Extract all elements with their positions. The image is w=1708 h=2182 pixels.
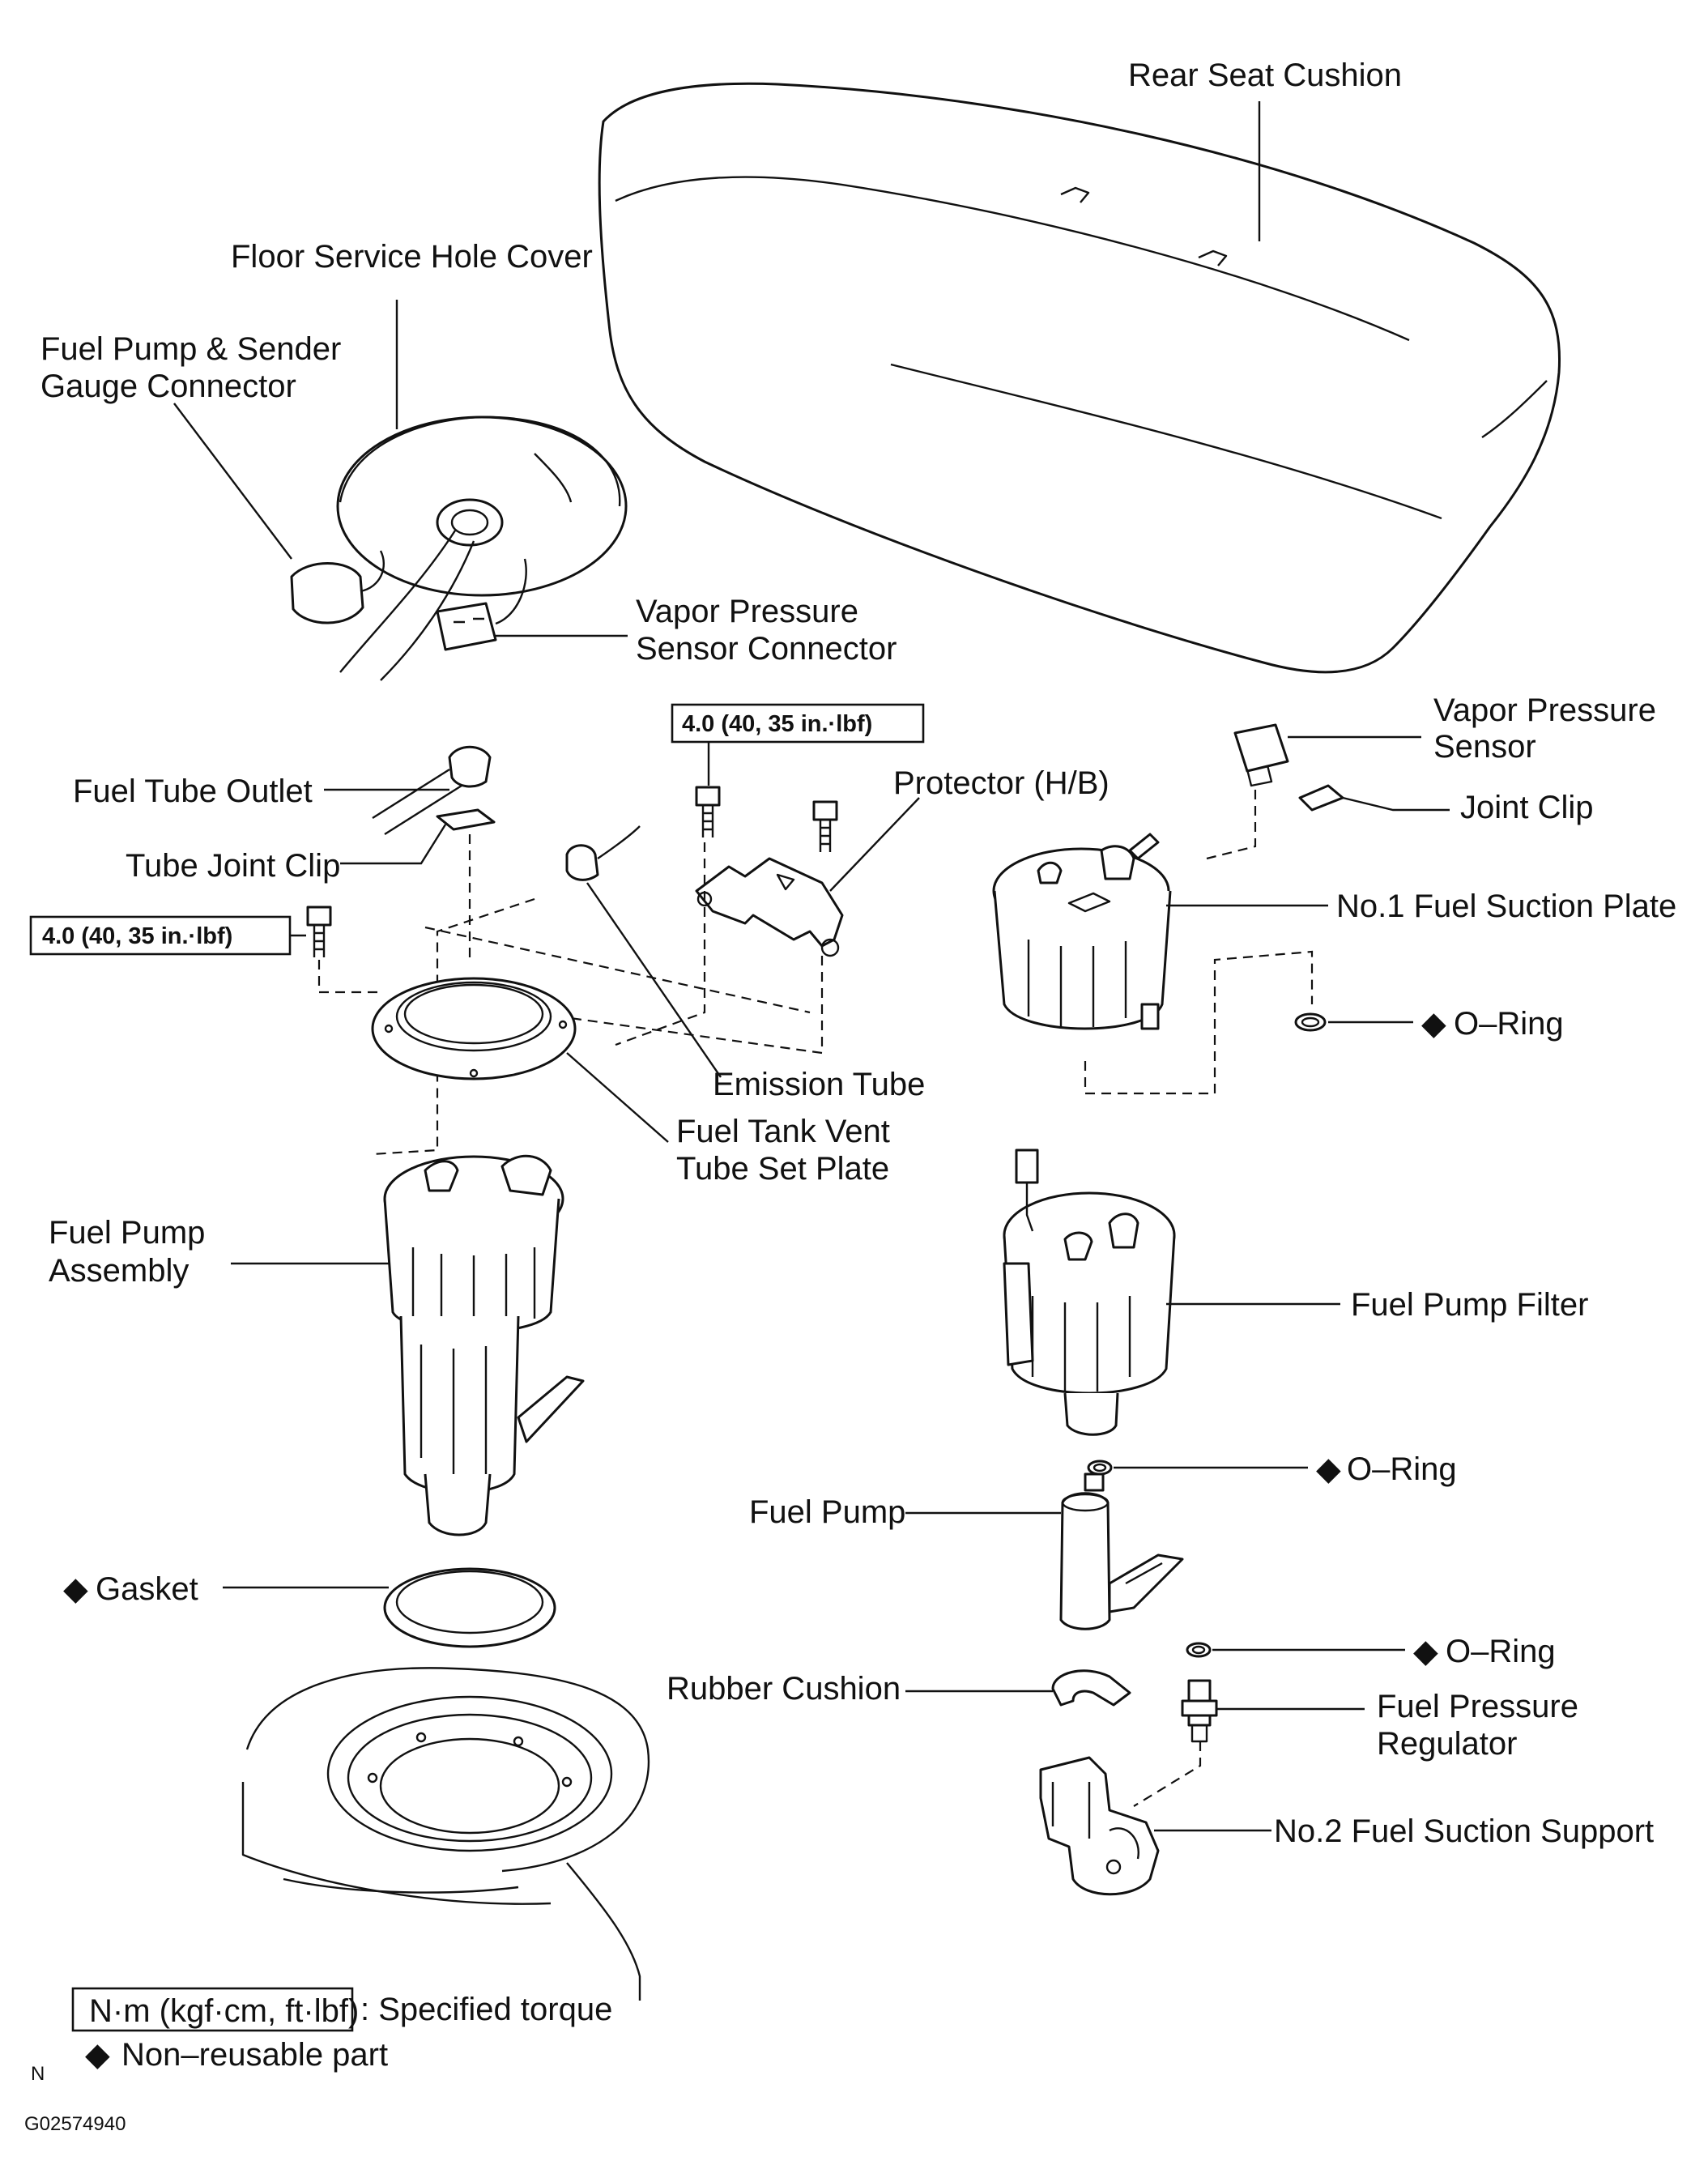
rear-seat-cushion	[598, 82, 1561, 674]
o-ring-3	[1186, 1642, 1212, 1658]
label-fuel-tank-vent-line1: Fuel Tank Vent	[676, 1114, 890, 1149]
floor-service-hole-cover	[336, 416, 628, 681]
fuel-tank-vent-tube-set-plate	[371, 977, 577, 1080]
fuel-pump-assembly	[383, 1154, 585, 1536]
tube-joint-clip	[436, 808, 496, 831]
label-fuel-pressure-regulator-line2: Regulator	[1377, 1726, 1517, 1762]
bolt-left	[306, 906, 332, 957]
label-tube-joint-clip: Tube Joint Clip	[126, 848, 340, 884]
o-ring-2	[1087, 1460, 1113, 1476]
label-fuel-pump-filter: Fuel Pump Filter	[1351, 1287, 1588, 1323]
label-no2-fuel-suction-support: No.2 Fuel Suction Support	[1274, 1813, 1654, 1849]
fuel-pump	[1059, 1472, 1184, 1630]
label-gasket: Gasket	[96, 1571, 198, 1607]
label-fuel-pump-assembly-line1: Fuel Pump	[49, 1215, 205, 1251]
label-vapor-pressure-connector-line2: Sensor Connector	[636, 631, 897, 667]
no1-fuel-suction-plate	[992, 833, 1172, 1030]
gasket-diamond-icon: ◆	[63, 1571, 88, 1607]
torque-value-left: 4.0 (40, 35 in.·lbf)	[42, 923, 232, 949]
fuel-pump-filter	[1003, 1149, 1176, 1436]
label-fuel-pump-sender-line2: Gauge Connector	[40, 369, 296, 404]
o-ring-1	[1294, 1012, 1327, 1032]
label-no1-fuel-suction-plate: No.1 Fuel Suction Plate	[1336, 889, 1676, 924]
label-o-ring-3: O–Ring	[1446, 1634, 1556, 1669]
label-vapor-pressure-sensor-line1: Vapor Pressure	[1433, 693, 1656, 728]
gasket	[383, 1567, 556, 1648]
legend: N·m (kgf·cm, ft·lbf) : Specified torque …	[71, 1987, 612, 2073]
label-fuel-pump-assembly-line2: Assembly	[49, 1253, 189, 1289]
legend-non-reusable: Non–reusable part	[121, 2037, 388, 2073]
vapor-pressure-sensor	[1233, 723, 1289, 787]
label-vapor-pressure-sensor-line2: Sensor	[1433, 729, 1536, 765]
footer-mark: N	[31, 2063, 45, 2085]
label-fuel-pump: Fuel Pump	[749, 1494, 905, 1530]
joint-clip	[1298, 784, 1344, 812]
fuel-pump-sender-connector	[290, 550, 385, 624]
label-joint-clip: Joint Clip	[1460, 790, 1594, 825]
torque-value-upper: 4.0 (40, 35 in.·lbf)	[682, 711, 872, 737]
legend-torque-desc: : Specified torque	[360, 1992, 612, 2027]
rubber-cushion	[1051, 1669, 1131, 1707]
fuel-tank-top	[241, 1667, 650, 2001]
legend-torque-units: N·m (kgf·cm, ft·lbf)	[89, 1993, 359, 2029]
label-o-ring-1: O–Ring	[1454, 1006, 1564, 1042]
legend-diamond-icon: ◆	[85, 2037, 110, 2073]
torque-box-upper: 4.0 (40, 35 in.·lbf)	[671, 703, 925, 744]
label-fuel-pressure-regulator-line1: Fuel Pressure	[1377, 1689, 1578, 1724]
no2-fuel-suction-support	[1039, 1756, 1160, 1896]
fuel-pressure-regulator	[1181, 1679, 1218, 1743]
label-fuel-tube-outlet: Fuel Tube Outlet	[73, 774, 313, 809]
label-vapor-pressure-connector-line1: Vapor Pressure	[636, 594, 858, 629]
o-ring-3-diamond-icon: ◆	[1413, 1634, 1438, 1669]
o-ring-2-diamond-icon: ◆	[1316, 1451, 1341, 1487]
label-rear-seat-cushion: Rear Seat Cushion	[1128, 58, 1402, 93]
torque-box-left: 4.0 (40, 35 in.·lbf)	[29, 915, 292, 956]
o-ring-1-diamond-icon: ◆	[1421, 1006, 1446, 1042]
emission-tube	[565, 825, 641, 881]
label-rubber-cushion: Rubber Cushion	[667, 1671, 901, 1707]
label-protector: Protector (H/B)	[893, 765, 1110, 801]
label-o-ring-2: O–Ring	[1347, 1451, 1457, 1487]
footer-code: G02574940	[24, 2113, 126, 2135]
protector-hb	[695, 857, 844, 957]
label-fuel-tank-vent-line2: Tube Set Plate	[676, 1151, 889, 1187]
label-emission-tube: Emission Tube	[713, 1067, 925, 1102]
label-floor-service-hole-cover: Floor Service Hole Cover	[231, 239, 593, 275]
vapor-pressure-sensor-connector	[436, 558, 527, 651]
bolt-upper-right	[812, 800, 838, 852]
label-fuel-pump-sender-line1: Fuel Pump & Sender	[40, 331, 341, 367]
bolt-upper-left	[695, 786, 721, 837]
fuel-tube-outlet	[372, 745, 492, 836]
